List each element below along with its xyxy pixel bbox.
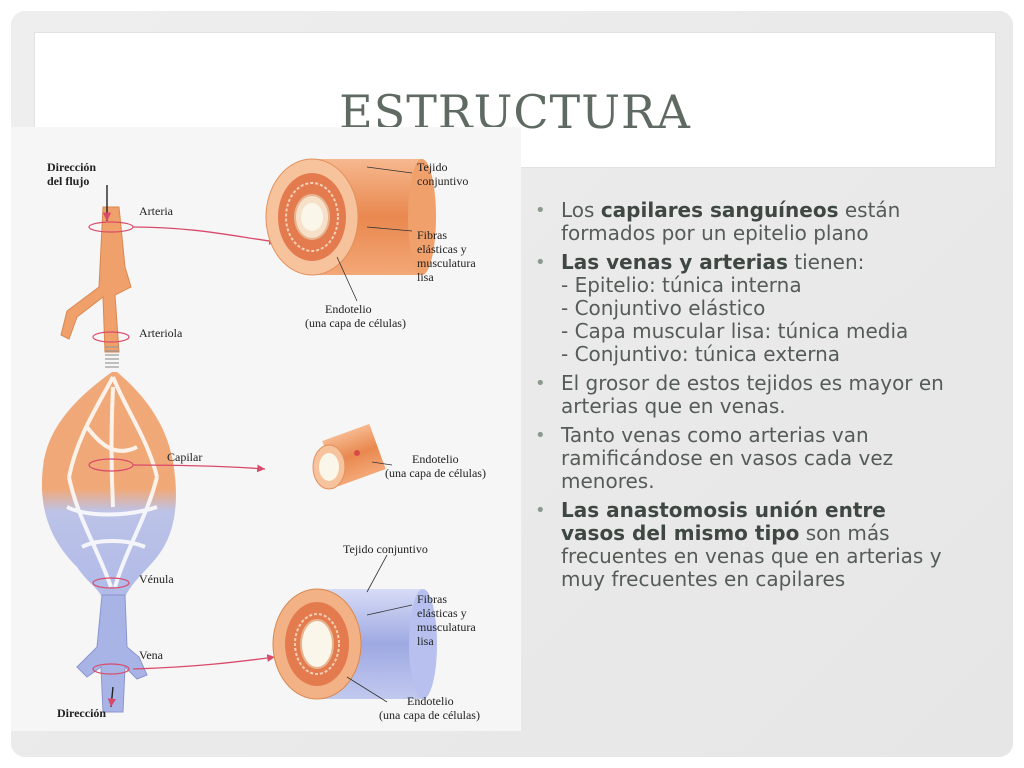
label-arteriola: Arteriola [139, 326, 183, 340]
bullet-subline: - Epitelio: túnica interna [561, 273, 802, 297]
label-capilar: Capilar [167, 450, 202, 464]
label-endotelio-2: (una capa de células) [305, 316, 406, 330]
bullet-item-capilares: Los capilares sanguíneos están formados … [533, 199, 951, 245]
capillary-bed [41, 372, 176, 597]
label-venula: Vénula [139, 572, 174, 586]
vessel-diagram-svg: Dirección del flujo Arteria Arteriola Ca… [41, 158, 486, 722]
vessel-diagram: Dirección del flujo Arteria Arteriola Ca… [11, 127, 521, 731]
leader-lines [336, 166, 413, 703]
vessel-tree [41, 185, 176, 713]
artery-section [265, 158, 436, 276]
bullet-text-bold: capilares sanguíneos [600, 198, 839, 222]
label-vena: Vena [139, 648, 164, 662]
label-fibras-vena-1: Fibras [417, 592, 447, 606]
bullet-text: Tanto venas como arterias van ramificánd… [561, 423, 894, 493]
vein-trunk [76, 594, 148, 713]
label-direccion-flujo-2: del flujo [47, 174, 89, 188]
bullet-text-post: son más frecuentes en venas que en arter… [561, 521, 942, 591]
slide: ESTRUCTURA [11, 11, 1013, 757]
bullet-item-grosor: El grosor de estos tejidos es mayor en a… [533, 372, 951, 418]
bullet-text: El grosor de estos tejidos es mayor en a… [561, 371, 944, 418]
label-fibras-4: lisa [417, 270, 434, 284]
bullet-text-post: tienen: [787, 250, 865, 274]
bullet-subline: - Conjuntivo elástico [561, 296, 766, 320]
label-endotelio-vena-1: Endotelio [407, 694, 454, 708]
bullet-subline: - Capa muscular lisa: túnica media [561, 319, 909, 343]
vein-section [272, 588, 437, 700]
label-fibras-3: musculatura [417, 256, 476, 270]
bullet-subline: - Conjuntivo: túnica externa [561, 342, 841, 366]
bullet-item-anastomosis: Las anastomosis unión entre vasos del mi… [533, 499, 951, 591]
bullet-text-bold: Las anastomosis unión entre vasos del mi… [561, 498, 886, 545]
label-direccion-flujo-1: Dirección [47, 160, 96, 174]
precapillary-sphincter [105, 346, 119, 368]
bullet-item-venas-arterias: Las venas y arterias tienen: - Epitelio:… [533, 251, 951, 366]
label-endotelio-1: Endotelio [325, 302, 372, 316]
bullet-item-ramificacion: Tanto venas como arterias van ramificánd… [533, 424, 951, 493]
label-fibras-vena-3: musculatura [417, 620, 476, 634]
label-fibras-vena-2: elásticas y [417, 606, 467, 620]
bullet-text-pre: Los [561, 198, 601, 222]
artery-trunk [60, 206, 132, 353]
label-tejido-1: Tejido [417, 160, 448, 174]
label-endotelio-cap-2: (una capa de células) [385, 466, 486, 480]
bullet-text-bold: Las venas y arterias [561, 250, 788, 274]
label-fibras-1: Fibras [417, 228, 447, 242]
label-tejido-2: conjuntivo [417, 174, 468, 188]
label-endotelio-cap-1: Endotelio [412, 452, 459, 466]
capillary-section [312, 423, 386, 490]
connector-arrows [132, 226, 278, 670]
label-fibras-vena-4: lisa [417, 634, 434, 648]
label-fibras-2: elásticas y [417, 242, 467, 256]
label-direccion: Dirección [57, 706, 106, 720]
bullet-text-post: están formados por un epitelio plano [561, 198, 901, 245]
label-endotelio-vena-2: (una capa de células) [379, 708, 480, 722]
label-arteria: Arteria [139, 204, 174, 218]
bullet-list: Los capilares sanguíneos están formados … [533, 199, 951, 597]
label-tejido-vena: Tejido conjuntivo [343, 542, 428, 556]
